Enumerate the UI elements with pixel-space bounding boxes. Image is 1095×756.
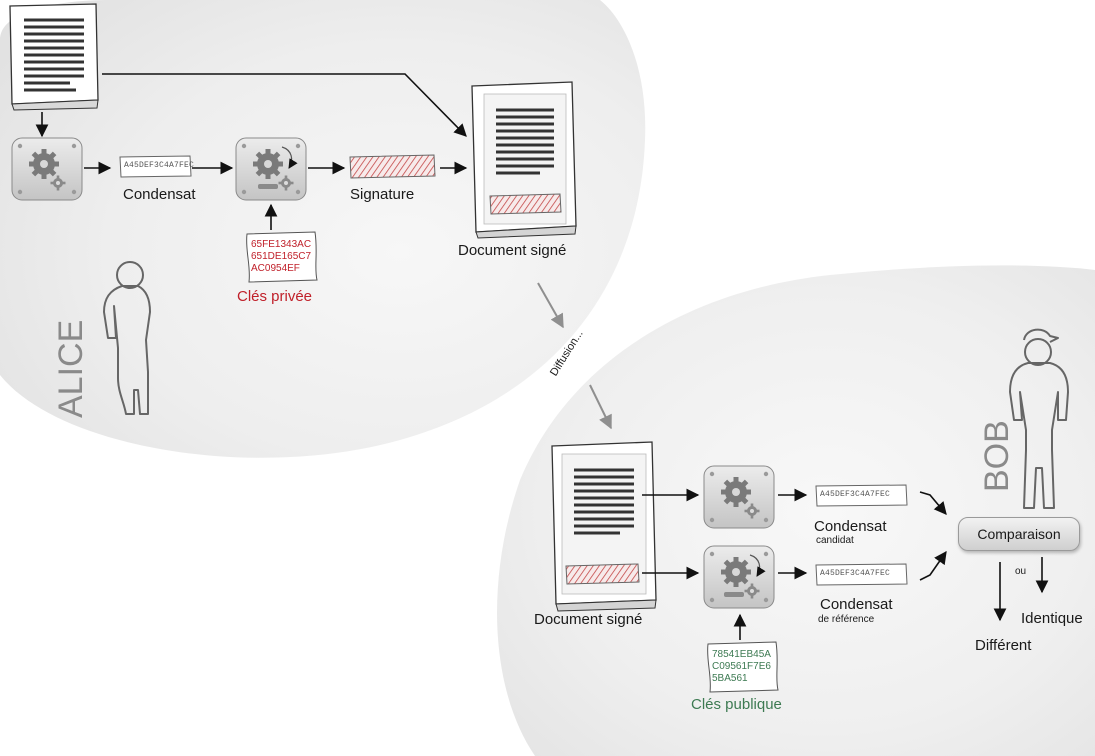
public-key-value: 78541EB45A C09561F7E6 5BA561: [712, 649, 771, 685]
candidat-condensat-value: A45DEF3C4A7FEC: [820, 490, 891, 499]
condensat-label: Condensat: [123, 186, 196, 203]
condensat-candidat-tag-icon: [815, 484, 908, 507]
identique-label: Identique: [1021, 610, 1083, 627]
alice-person-icon: [103, 261, 151, 415]
document-signe-bob-label: Document signé: [534, 611, 643, 628]
cles-privee-label: Clés privée: [237, 288, 313, 305]
public-key-line-1: 78541EB45A: [712, 649, 771, 660]
bob-person-icon: [1009, 328, 1069, 509]
condensat-tag-icon: [119, 155, 192, 178]
condensat-reference-label: Condensat: [820, 596, 893, 613]
signed-document-bob-icon: [551, 441, 657, 612]
alice-persona-label: ALICE: [52, 319, 90, 418]
condensat-reference-tag-icon: [815, 563, 908, 586]
private-key-line-3: AC0954EF: [251, 263, 300, 274]
ou-label: ou: [1015, 566, 1027, 577]
signature-tag-icon: [349, 154, 436, 179]
cles-publique-label: Clés publique: [691, 696, 782, 713]
verification-processor-icon: [703, 545, 775, 609]
hash-processor-icon: [11, 137, 83, 201]
comparaison-box: Comparaison: [958, 517, 1080, 551]
signed-document-alice-icon: [471, 81, 577, 239]
bob-persona-label: BOB: [978, 420, 1016, 492]
alice-condensat-value: A45DEF3C4A7FEC: [124, 161, 195, 170]
reference-condensat-value: A45DEF3C4A7FEC: [820, 569, 891, 578]
reference-sublabel: de référence: [818, 614, 875, 625]
bob-zone: [497, 265, 1095, 756]
public-key-line-2: C09561F7E6: [712, 661, 771, 672]
candidate-hash-processor-icon: [703, 465, 775, 529]
comparaison-label: Comparaison: [977, 526, 1061, 542]
private-key-line-1: 65FE1343AC: [251, 239, 312, 250]
private-key-card-icon: [246, 231, 318, 283]
candidat-sublabel: candidat: [816, 535, 854, 546]
public-key-line-3: 5BA561: [712, 673, 748, 684]
condensat-candidat-label: Condensat: [814, 518, 887, 535]
private-key-value: 65FE1343AC 651DE165C7 AC0954EF: [251, 239, 311, 275]
public-key-card-icon: [707, 641, 779, 693]
signature-label: Signature: [350, 186, 415, 203]
document-signe-alice-label: Document signé: [458, 242, 567, 259]
signing-processor-icon: [235, 137, 307, 201]
private-key-line-2: 651DE165C7: [251, 251, 312, 262]
different-label: Différent: [975, 637, 1032, 654]
source-document-icon: [9, 3, 99, 111]
